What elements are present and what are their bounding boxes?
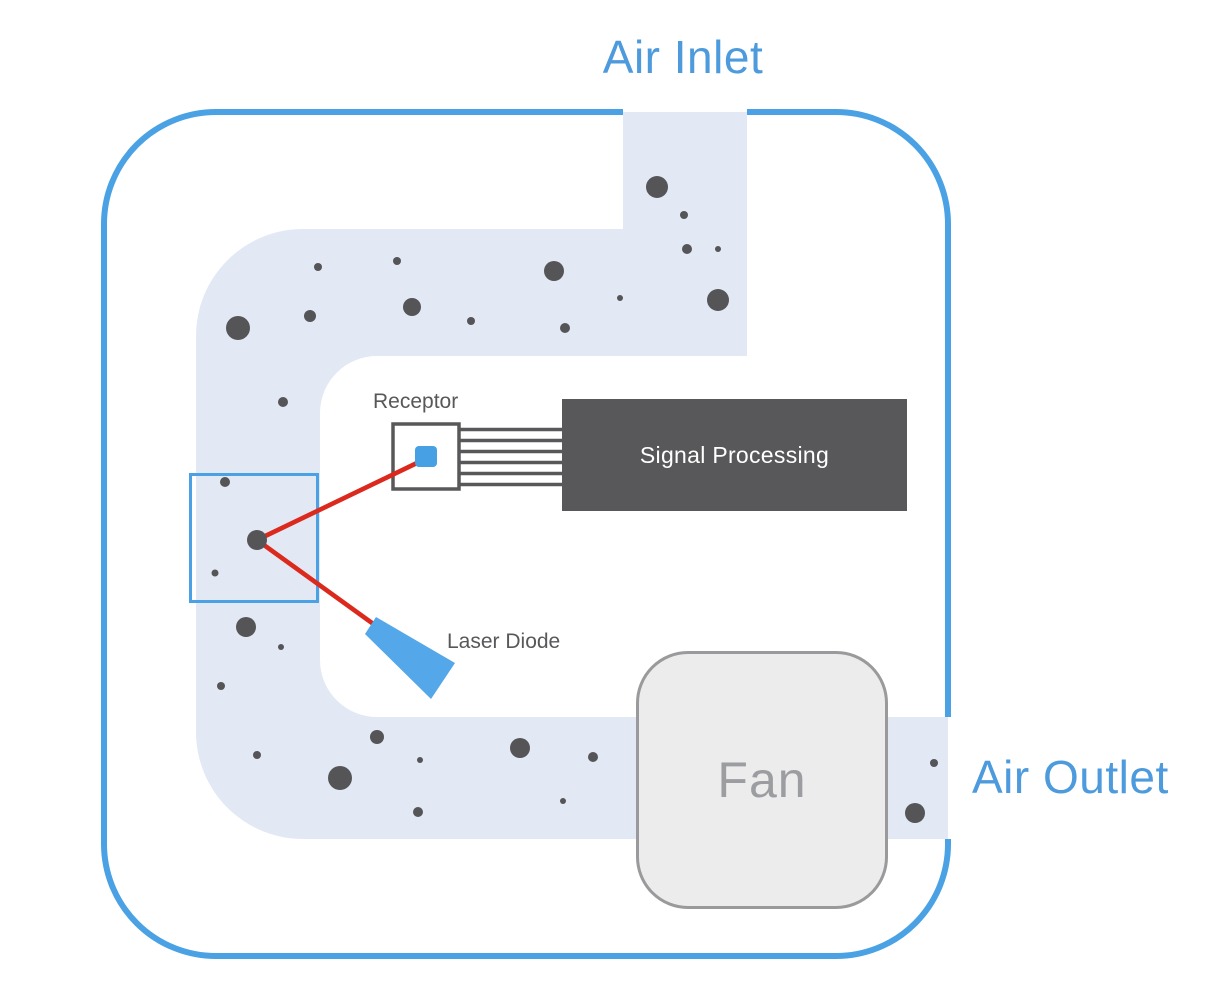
dust-particle bbox=[560, 798, 566, 804]
air-flow-channel bbox=[196, 112, 948, 839]
dust-particle bbox=[304, 310, 316, 322]
dust-particle bbox=[560, 323, 570, 333]
dust-particle bbox=[403, 298, 421, 316]
dust-particle bbox=[467, 317, 475, 325]
laser-beam-scattered bbox=[254, 459, 422, 543]
dust-particle bbox=[220, 477, 230, 487]
dust-particle bbox=[393, 257, 401, 265]
dust-particle bbox=[253, 751, 261, 759]
device-outline bbox=[101, 109, 951, 959]
dust-particle bbox=[236, 617, 256, 637]
dust-particle bbox=[544, 261, 564, 281]
laser-beam-incident bbox=[254, 537, 375, 626]
dust-particles-group bbox=[211, 176, 938, 823]
dust-particle bbox=[930, 759, 938, 767]
laser-diode-shape bbox=[365, 617, 455, 699]
dust-particle bbox=[707, 289, 729, 311]
receptor-sensor-chip bbox=[415, 446, 437, 467]
dust-particle bbox=[715, 246, 721, 252]
dust-particle bbox=[680, 211, 688, 219]
signal-processing-label: Signal Processing bbox=[639, 441, 830, 468]
receptor-label: Receptor bbox=[373, 390, 459, 413]
dust-particle bbox=[646, 176, 668, 198]
air-inlet-label: Air Inlet bbox=[602, 31, 764, 83]
dust-particle bbox=[314, 263, 322, 271]
detection-zone bbox=[189, 473, 319, 603]
dust-particle bbox=[226, 316, 250, 340]
fan-box: Fan bbox=[636, 651, 888, 909]
signal-processing-box: Signal Processing bbox=[562, 399, 907, 511]
detected-particle bbox=[247, 530, 267, 550]
dust-particle bbox=[417, 757, 423, 763]
dust-particle bbox=[217, 682, 225, 690]
receptor-signal-wires bbox=[458, 427, 563, 487]
dust-particle bbox=[682, 244, 692, 254]
fan-label: Fan bbox=[717, 752, 807, 808]
laser-beams bbox=[254, 459, 422, 626]
dust-particle bbox=[510, 738, 530, 758]
dust-particle bbox=[588, 752, 598, 762]
air-outlet-label: Air Outlet bbox=[972, 751, 1169, 803]
dust-particle bbox=[617, 295, 623, 301]
dust-particle bbox=[370, 730, 384, 744]
dust-particle bbox=[278, 397, 288, 407]
dust-particle bbox=[413, 807, 423, 817]
dust-particle bbox=[278, 644, 284, 650]
dust-particle bbox=[905, 803, 925, 823]
laser-diode-label: Laser Diode bbox=[447, 630, 561, 653]
dust-particle bbox=[211, 569, 219, 577]
dust-particle bbox=[328, 766, 352, 790]
